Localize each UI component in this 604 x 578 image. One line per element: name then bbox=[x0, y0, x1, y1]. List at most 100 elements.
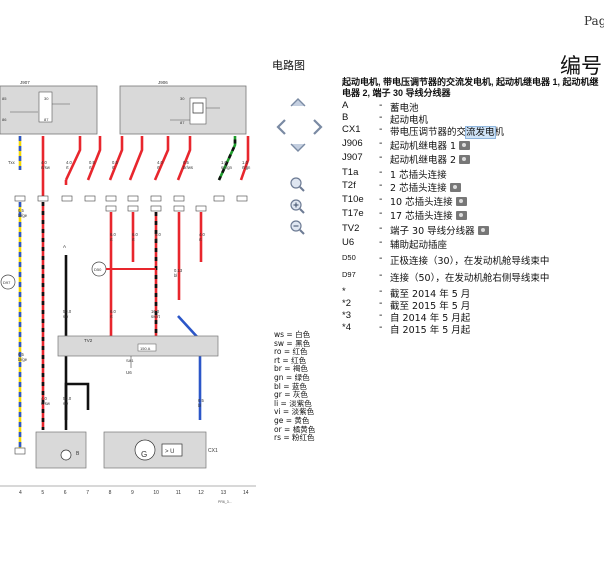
legend-code: B bbox=[342, 112, 349, 123]
legend-description: 17 芯插头连接 bbox=[390, 208, 467, 222]
legend-code: * bbox=[342, 286, 346, 297]
wire-label: 1.0 bbox=[221, 160, 227, 165]
camera-icon[interactable] bbox=[477, 226, 489, 235]
wire-label: rt bbox=[112, 165, 115, 170]
wire-label: sw bbox=[63, 401, 69, 406]
wire-color-entry: rt = 红色 bbox=[274, 355, 307, 365]
starter-box bbox=[35, 431, 87, 469]
camera-icon[interactable] bbox=[459, 141, 471, 150]
grid-number: 10 bbox=[153, 490, 159, 496]
regulator-symbol bbox=[161, 443, 183, 457]
legend-description: 截至 2015 年 5 月 bbox=[390, 301, 471, 312]
d50-label: D50 bbox=[94, 267, 102, 272]
wire-color-entry: ws = 白色 bbox=[274, 330, 311, 339]
zoom-out-icon[interactable] bbox=[290, 220, 305, 235]
wire-label: rt bbox=[132, 237, 135, 242]
legend-dash: - bbox=[379, 138, 383, 149]
wire-label: br/ws bbox=[183, 165, 193, 170]
ground-label: U6 bbox=[126, 370, 132, 375]
zoom-fit-icon[interactable] bbox=[290, 177, 305, 192]
legend-description: 起动机继电器 1 bbox=[390, 138, 471, 152]
legend-code: J906 bbox=[342, 138, 363, 149]
wire-color-entry: vi = 淡紫色 bbox=[274, 407, 315, 417]
wire-label: rt bbox=[199, 237, 202, 242]
wire-label: bl bbox=[198, 403, 201, 408]
wire-label: 16.0 bbox=[151, 309, 160, 314]
alternator-code: CX1 bbox=[208, 448, 218, 454]
code-title: 编号 bbox=[560, 54, 602, 78]
camera-icon[interactable] bbox=[455, 197, 467, 206]
nav-up-icon[interactable] bbox=[290, 98, 306, 107]
generator-symbol bbox=[134, 439, 156, 461]
wire-label: 0.5 bbox=[18, 208, 24, 213]
wire-color-entry: br = 褐色 bbox=[274, 364, 308, 374]
wire-label: sw bbox=[63, 314, 69, 319]
legend-description: 辅助起动插座 bbox=[390, 240, 448, 251]
diagram-heading: 起动电机, 带电压调节器的交流发电机, 起动机继电器 1, 起动机继电器 2, … bbox=[342, 77, 604, 99]
camera-icon[interactable] bbox=[449, 183, 461, 192]
camera-icon[interactable] bbox=[455, 211, 467, 220]
relay-pin-86: 86 bbox=[2, 117, 7, 122]
wire-color-entry: gr = 灰色 bbox=[274, 390, 308, 400]
relay-pin-85: 85 bbox=[2, 96, 7, 101]
legend-dash: - bbox=[379, 180, 383, 191]
nav-left-icon[interactable] bbox=[276, 119, 286, 135]
legend-dash: - bbox=[379, 223, 383, 234]
wire-label: sw/rt bbox=[151, 314, 161, 319]
legend-code: D50 bbox=[342, 253, 356, 262]
legend-code: T17e bbox=[342, 208, 364, 219]
legend-code: J907 bbox=[342, 152, 363, 163]
relay-left-coil bbox=[38, 91, 53, 123]
legend-dash: - bbox=[379, 100, 383, 111]
wire-label: rt bbox=[110, 314, 113, 319]
legend-description: 起动机继电器 2 bbox=[390, 152, 471, 166]
wire-label: 50.0 bbox=[63, 309, 72, 314]
wire-label: 0.5 bbox=[183, 160, 189, 165]
relay-j906-box bbox=[119, 85, 247, 135]
nav-down-icon[interactable] bbox=[290, 143, 306, 152]
legend-dash: - bbox=[379, 152, 383, 163]
wire-color-entry: ro = 红色 bbox=[274, 347, 308, 357]
legend-code: TV2 bbox=[342, 223, 360, 234]
d97-label: D97 bbox=[3, 280, 11, 285]
legend-description: 10 芯插头连接 bbox=[390, 194, 467, 208]
relay-right-coil bbox=[189, 97, 207, 125]
wire-label: 50.0 bbox=[63, 396, 72, 401]
legend-code: T10e bbox=[342, 194, 364, 205]
fuse-label: 150 A bbox=[140, 346, 151, 351]
wire-label: 6.0 bbox=[155, 232, 161, 237]
legend-code: *2 bbox=[342, 298, 351, 309]
nav-right-icon[interactable] bbox=[313, 119, 323, 135]
wire-color-entry: li = 淡紫色 bbox=[274, 398, 312, 408]
wire-label: 0.5 bbox=[198, 398, 204, 403]
wire-label: rt bbox=[155, 237, 158, 242]
legend-dash: - bbox=[379, 310, 383, 321]
grid-number: 12 bbox=[198, 490, 204, 496]
legend-code: *4 bbox=[342, 322, 351, 333]
wire-label: 1.0 bbox=[242, 160, 248, 165]
grid-number: 11 bbox=[176, 490, 181, 496]
legend-code: T1a bbox=[342, 167, 359, 178]
legend-code: T2f bbox=[342, 180, 356, 191]
grid-number: 13 bbox=[221, 490, 227, 496]
grid-number: 14 bbox=[243, 490, 249, 496]
legend-dash: - bbox=[379, 194, 383, 205]
legend-description: 截至 2014 年 5 月 bbox=[390, 289, 471, 300]
camera-icon[interactable] bbox=[459, 155, 471, 164]
fuse-150a bbox=[137, 343, 157, 352]
d97-junction bbox=[0, 274, 16, 290]
highlighted-text: 流发电 bbox=[465, 126, 496, 139]
wire-label: 4.0 bbox=[199, 232, 205, 237]
tv2-label: TV2 bbox=[84, 338, 93, 343]
legend-dash: - bbox=[379, 253, 383, 264]
legend-code: *3 bbox=[342, 310, 351, 321]
starter-code: B bbox=[76, 451, 80, 457]
wire-label: 6.0 bbox=[110, 232, 116, 237]
grid-number: 9 bbox=[131, 490, 134, 496]
legend-code: CX1 bbox=[342, 124, 361, 135]
wire-label: rt/sw bbox=[41, 401, 51, 406]
zoom-in-icon[interactable] bbox=[290, 199, 305, 214]
